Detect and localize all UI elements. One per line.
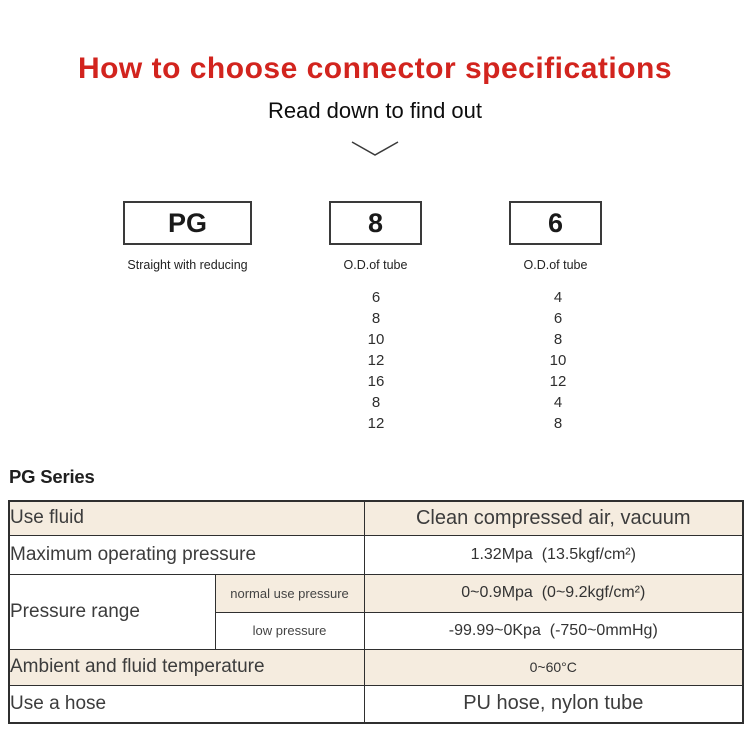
size-item: 16 (367, 373, 385, 390)
size-item: 8 (371, 394, 381, 411)
row-value: 1.32Mpa (13.5kgf/cm²) (363, 534, 744, 575)
row-label: Use a hose (8, 684, 365, 724)
size-item: 8 (553, 331, 563, 348)
size-item: 6 (371, 289, 381, 306)
size-item: 10 (367, 331, 385, 348)
size-item: 8 (371, 310, 381, 327)
spec-box-caption: O.D.of tube (343, 258, 408, 272)
row-label: Pressure range (8, 573, 216, 650)
size-item: 10 (549, 352, 567, 369)
size-item: 12 (549, 373, 567, 390)
size-list-tube-od-2: 4 6 8 10 12 4 8 (512, 287, 604, 434)
sub-row-value: -99.99~0Kpa (-750~0mmHg) (363, 611, 744, 650)
spec-box-tube-od-2: 6 (509, 201, 602, 245)
spec-code: 6 (547, 207, 564, 238)
spec-box-caption: Straight with reducing (127, 258, 248, 272)
spec-code: 8 (367, 207, 384, 238)
size-item: 12 (367, 415, 385, 432)
spec-box-pg: PG (123, 201, 252, 245)
spec-box-tube-od-1: 8 (329, 201, 422, 245)
table-row: Use fluid Clean compressed air, vacuum (8, 500, 744, 536)
size-item: 4 (553, 289, 563, 306)
row-label: Maximum operating pressure (8, 534, 365, 575)
sub-row-value: 0~0.9Mpa (0~9.2kgf/cm²) (363, 573, 744, 613)
size-item: 12 (367, 352, 385, 369)
row-label: Use fluid (8, 500, 365, 536)
row-value: Clean compressed air, vacuum (363, 500, 744, 536)
size-list-tube-od-1: 6 8 10 12 16 8 12 (330, 287, 422, 434)
table-row: Pressure range normal use pressure 0~0.9… (8, 573, 744, 650)
sub-row-label: low pressure (214, 611, 365, 650)
table-row: low pressure -99.99~0Kpa (-750~0mmHg) (9, 611, 744, 650)
series-heading: PG Series (9, 466, 95, 487)
spec-code: PG (167, 207, 207, 238)
row-value: 0~60°C (363, 648, 744, 686)
chevron-down-icon (351, 141, 399, 156)
row-label: Ambient and fluid temperature (8, 648, 365, 686)
table-row: Ambient and fluid temperature 0~60°C (8, 648, 744, 686)
size-item: 4 (553, 394, 563, 411)
size-item: 6 (553, 310, 563, 327)
spec-box-caption: O.D.of tube (523, 258, 588, 272)
size-item: 8 (553, 415, 563, 432)
sub-row-label: normal use pressure (214, 573, 365, 613)
row-value: PU hose, nylon tube (363, 684, 744, 724)
page-subtitle: Read down to find out (267, 98, 483, 123)
table-row: Maximum operating pressure 1.32Mpa (13.5… (8, 534, 744, 575)
spec-table: Use fluid Clean compressed air, vacuum M… (8, 500, 745, 724)
page-title: How to choose connector specifications (77, 52, 673, 85)
table-row: Use a hose PU hose, nylon tube (8, 684, 744, 724)
